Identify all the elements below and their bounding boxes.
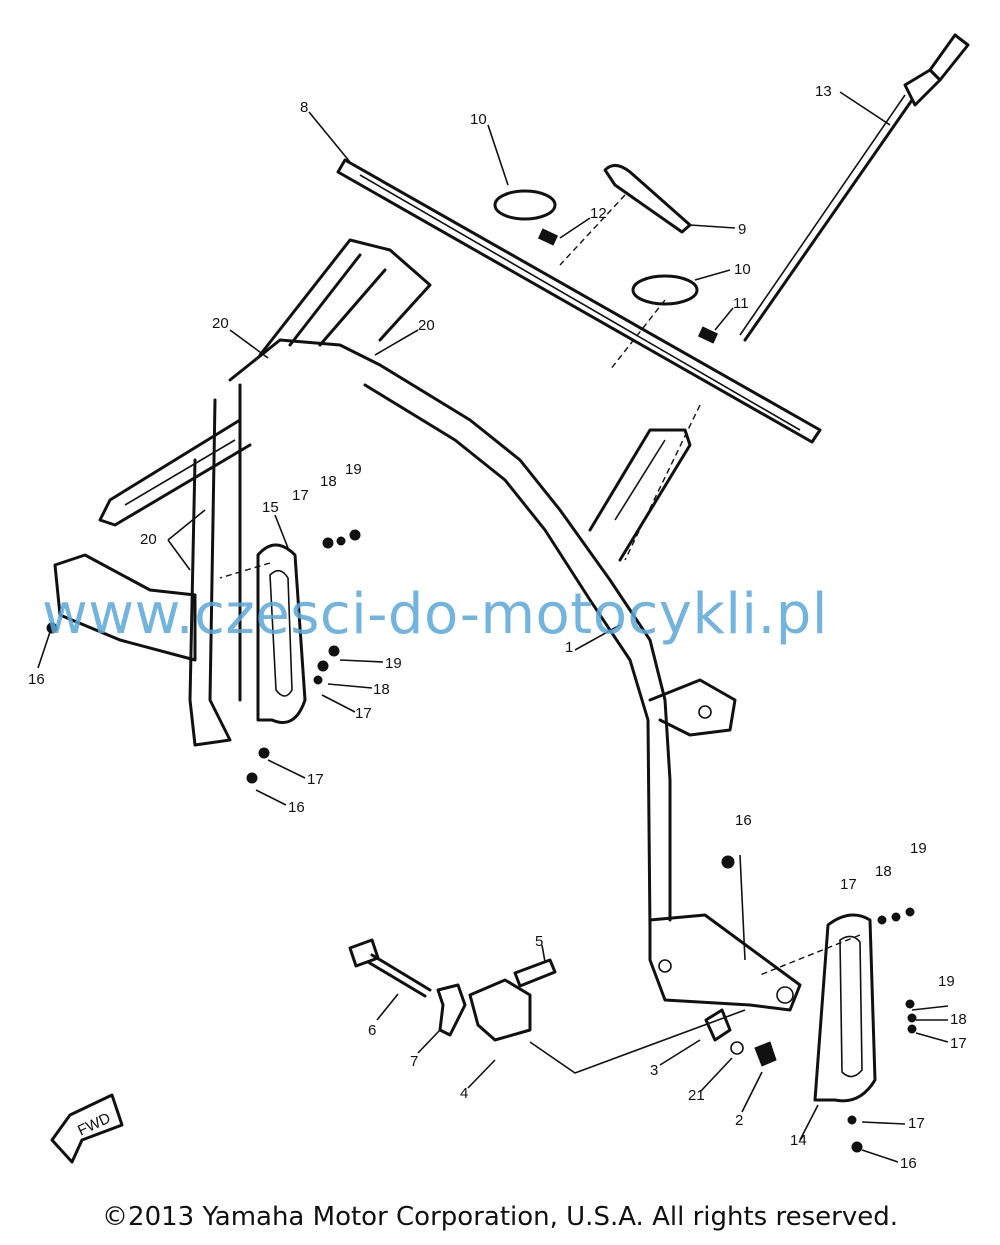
cable-part-13: [739, 33, 970, 342]
nut-part-12: [537, 228, 559, 246]
hardware-nuts: [46, 529, 917, 1153]
callout-2: 2: [735, 1112, 743, 1129]
callout-17f: 17: [908, 1115, 925, 1132]
callout-12: 12: [590, 205, 607, 222]
callout-1: 1: [565, 639, 573, 656]
callout-18d: 18: [950, 1011, 967, 1028]
callout-18a: 18: [320, 473, 337, 490]
callout-18b: 18: [373, 681, 390, 698]
frame-part-1: [98, 238, 802, 1012]
callout-20c: 20: [140, 531, 157, 548]
callout-10b: 10: [734, 261, 751, 278]
callout-19c: 19: [910, 840, 927, 857]
callout-13: 13: [815, 83, 832, 100]
callout-19a: 19: [345, 461, 362, 478]
callout-17c: 17: [307, 771, 324, 788]
callout-20a: 20: [212, 315, 229, 332]
callout-4: 4: [460, 1085, 468, 1102]
bolt-part-6: [348, 938, 432, 998]
assembly-lines: [219, 194, 861, 1074]
callout-18c: 18: [875, 863, 892, 880]
left-bracket-plate: [53, 553, 197, 662]
callout-15: 15: [262, 499, 279, 516]
bolt-part-2: [754, 1041, 777, 1067]
copyright-notice: ©2013 Yamaha Motor Corporation, U.S.A. A…: [102, 1202, 898, 1232]
callout-17a: 17: [292, 487, 309, 504]
callout-11: 11: [733, 295, 749, 312]
callout-8: 8: [300, 99, 308, 116]
callout-16b: 16: [288, 799, 305, 816]
callout-7: 7: [410, 1053, 418, 1070]
callout-19b: 19: [385, 655, 402, 672]
callout-19d: 19: [938, 973, 955, 990]
callout-labels: 1 2 3 4 5 6 7 8 9 10 10 11 12 13 14 15 1…: [28, 83, 967, 1172]
forward-arrow-icon: FWD: [50, 1093, 124, 1164]
callout-17e: 17: [950, 1035, 967, 1052]
callout-17d: 17: [840, 876, 857, 893]
callout-9: 9: [738, 221, 746, 238]
nut-part-11: [697, 326, 719, 344]
callout-20b: 20: [418, 317, 435, 334]
footrest-part-14: [813, 913, 877, 1103]
callout-16c: 16: [735, 812, 752, 829]
spring-part-5: [513, 958, 557, 988]
callout-3: 3: [650, 1062, 658, 1079]
callout-17b: 17: [355, 705, 372, 722]
callout-16a: 16: [28, 671, 45, 688]
watermark-text: www.czesci-do-motocykli.pl: [42, 582, 828, 647]
footrest-part-15: [256, 543, 307, 724]
leader-lines: [37, 91, 949, 1163]
callout-10a: 10: [470, 111, 487, 128]
callout-16d: 16: [900, 1155, 917, 1172]
washer-part-21: [730, 1041, 744, 1055]
callout-5: 5: [535, 933, 543, 950]
callout-21: 21: [688, 1087, 705, 1104]
bracket-part-9: [603, 164, 692, 234]
plate-part-7: [436, 983, 467, 1037]
block-part-4: [468, 978, 532, 1042]
plate-part-8: [336, 158, 822, 444]
callout-14: 14: [790, 1132, 807, 1149]
callout-6: 6: [368, 1022, 376, 1039]
washer-part-3: [704, 1008, 732, 1042]
